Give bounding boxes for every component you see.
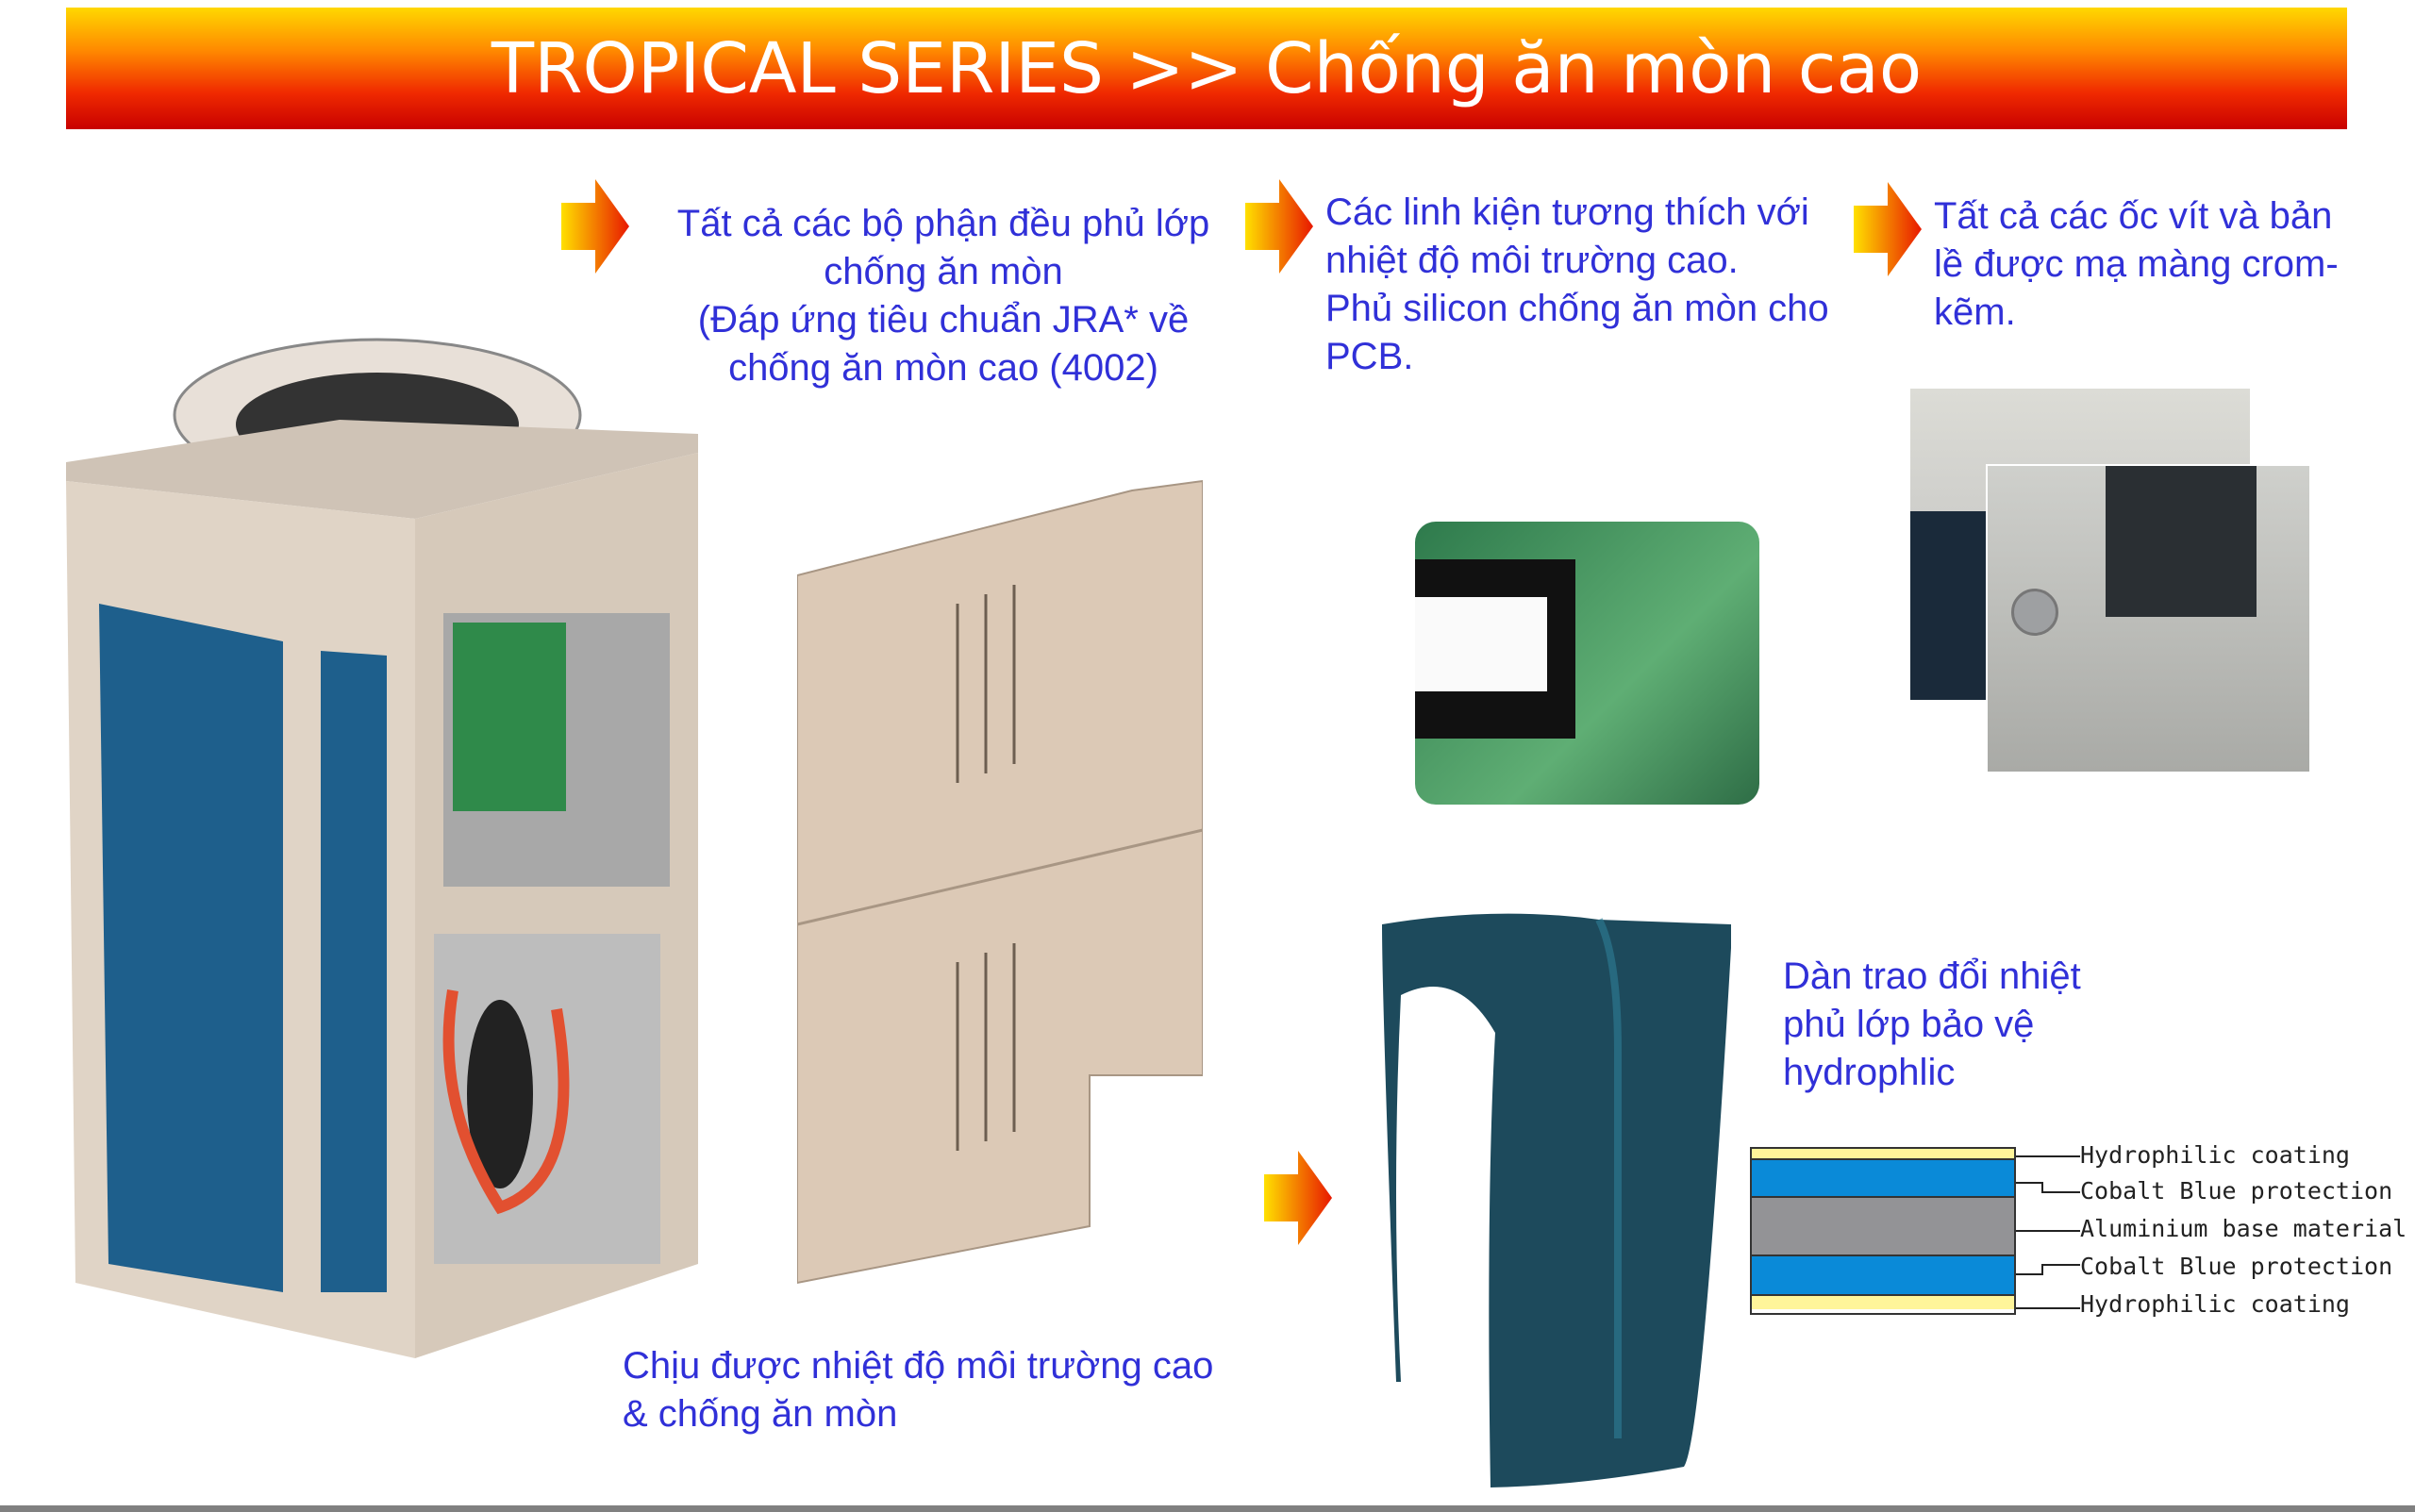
heat-exchanger-fin-image bbox=[1382, 913, 1731, 1487]
layer-label: Aluminium base material bbox=[2080, 1215, 2407, 1242]
layer-leader-lines bbox=[2016, 1155, 2080, 1309]
layer-hydrophilic bbox=[1752, 1296, 2014, 1309]
text-line: Tất cả các bộ phận đều phủ lớp bbox=[676, 203, 1210, 244]
text-line: Chịu được nhiệt độ môi trường cao bbox=[623, 1345, 1214, 1387]
text-line: Dàn trao đổi nhiệt bbox=[1783, 955, 2081, 997]
pcb-photo bbox=[1415, 522, 1759, 805]
feature-text-pcb: Các linh kiện tương thích với nhiệt độ m… bbox=[1325, 189, 1829, 381]
title-banner: TROPICAL SERIES >> Chống ăn mòn cao bbox=[66, 8, 2347, 129]
arrow-right-icon bbox=[1264, 1151, 1332, 1245]
text-line: lề được mạ màng crom- bbox=[1934, 243, 2339, 285]
feature-text-heat-exchanger: Dàn trao đổi nhiệt phủ lớp bảo vệ hydrop… bbox=[1783, 953, 2081, 1097]
feature-text-screws: Tất cả các ốc vít và bản lề được mạ màng… bbox=[1934, 192, 2339, 337]
text-line: kẽm. bbox=[1934, 291, 2016, 333]
side-panel-image bbox=[797, 479, 1203, 1285]
text-line: & chống ăn mòn bbox=[623, 1393, 898, 1435]
layer-aluminium bbox=[1752, 1198, 2014, 1256]
layer-label: Hydrophilic coating bbox=[2080, 1290, 2350, 1318]
screw-photo bbox=[1986, 464, 2311, 773]
arrow-right-icon bbox=[1854, 182, 1922, 276]
text-line: PCB. bbox=[1325, 336, 1414, 377]
text-line: hydrophlic bbox=[1783, 1052, 1956, 1093]
layer-cobalt bbox=[1752, 1160, 2014, 1198]
page-title: TROPICAL SERIES >> Chống ăn mòn cao bbox=[491, 27, 1923, 109]
bottom-bar bbox=[0, 1505, 2415, 1512]
feature-text-temperature: Chịu được nhiệt độ môi trường cao & chốn… bbox=[623, 1342, 1213, 1438]
outdoor-unit-image bbox=[66, 338, 698, 1358]
text-line: nhiệt độ môi trường cao. bbox=[1325, 240, 1739, 281]
arrow-right-icon bbox=[1245, 179, 1313, 274]
layer-label: Cobalt Blue protection bbox=[2080, 1177, 2393, 1205]
text-line: Tất cả các ốc vít và bản bbox=[1934, 195, 2333, 237]
arrow-right-icon bbox=[561, 179, 629, 274]
text-line: Phủ silicon chống ăn mòn cho bbox=[1325, 288, 1829, 329]
layer-cobalt bbox=[1752, 1256, 2014, 1296]
text-line: (Đáp ứng tiêu chuẩn JRA* về bbox=[697, 299, 1190, 341]
text-line: Các linh kiện tương thích với bbox=[1325, 191, 1809, 233]
text-line: phủ lớp bảo vệ bbox=[1783, 1004, 2035, 1045]
coating-layers-diagram bbox=[1750, 1147, 2016, 1315]
layer-label: Cobalt Blue protection bbox=[2080, 1253, 2393, 1280]
text-line: chống ăn mòn cao (4002) bbox=[728, 347, 1158, 389]
layer-hydrophilic bbox=[1752, 1149, 2014, 1160]
text-line: chống ăn mòn bbox=[824, 251, 1063, 292]
feature-text-coating: Tất cả các bộ phận đều phủ lớp chống ăn … bbox=[641, 200, 1245, 392]
layer-label: Hydrophilic coating bbox=[2080, 1141, 2350, 1169]
